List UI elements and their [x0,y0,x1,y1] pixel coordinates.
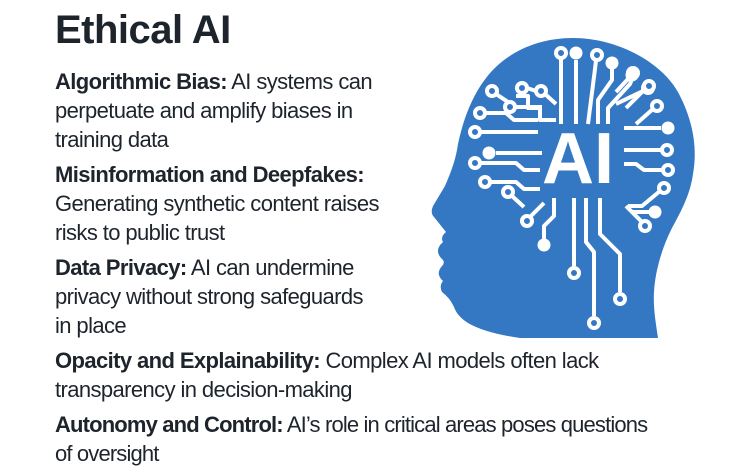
item-text: Complex AI models often lack transparenc… [55,348,599,402]
list-item-opacity: Opacity and Explainability: Complex AI m… [55,346,750,404]
items-list: Algorithmic Bias: AI systems can perpetu… [55,67,750,474]
ai-circuit-head-icon: AI [431,38,695,338]
list-item-misinformation: Misinformation and Deepfakes: Generating… [55,160,750,247]
item-label: Algorithmic Bias: [55,69,228,94]
item-text: Generating synthetic content raises risk… [55,191,379,245]
ai-label: AI [542,119,614,199]
item-label: Misinformation and Deepfakes: [55,162,365,187]
item-label: Data Privacy: [55,255,187,280]
circuit-nodes-hollow [468,46,675,330]
item-label: Autonomy and Control: [55,412,284,437]
item-text: AI can undermine privacy without strong … [55,255,364,338]
item-text: AI’s role in critical areas poses questi… [55,412,648,466]
list-item-data-privacy: Data Privacy: AI can undermine privacy w… [55,253,750,340]
list-item-algorithmic-bias: Algorithmic Bias: AI systems can perpetu… [55,67,750,154]
circuit-nodes-filled [482,46,675,252]
item-label: Opacity and Explainability: [55,348,321,373]
ai-head-graphic: AI [430,36,700,342]
item-text: AI systems can perpetuate and amplify bi… [55,69,373,152]
list-item-autonomy: Autonomy and Control: AI’s role in criti… [55,410,750,468]
page-title: Ethical AI [55,8,231,52]
